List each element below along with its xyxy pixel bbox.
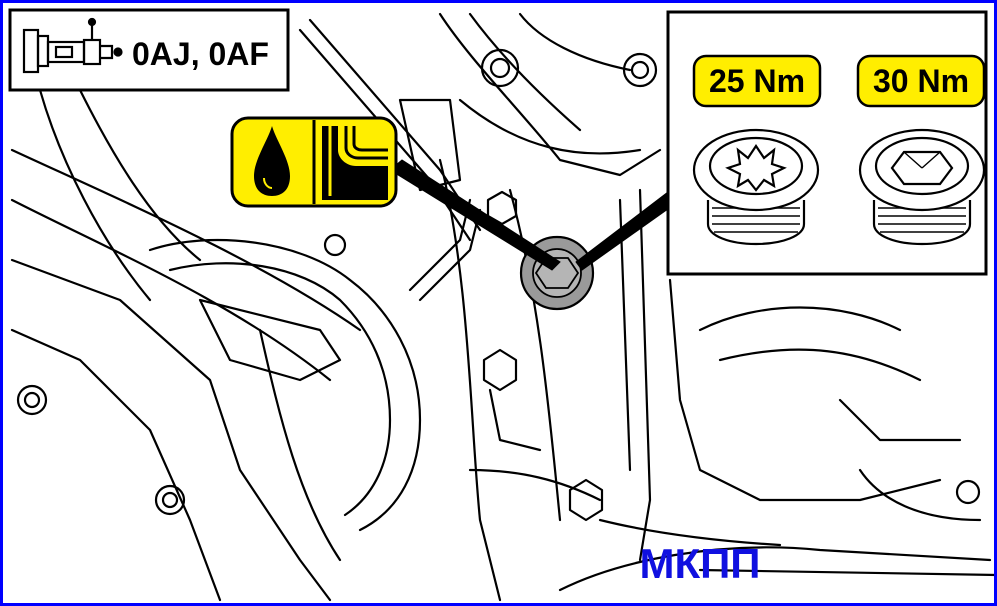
torque-left-label: 25 Nm <box>709 63 805 99</box>
plug-detail-inset: 25 Nm 30 Nm <box>666 10 988 276</box>
oil-fill-level-icon <box>230 116 398 208</box>
torque-right-label: 30 Nm <box>873 63 969 99</box>
gearbox-icon <box>22 17 123 74</box>
gearbox-codes-label: 0AJ, 0AF <box>132 36 269 72</box>
torque-badge-right: 30 Nm <box>856 54 986 108</box>
torx-plug-icon <box>692 128 820 246</box>
leader-lines <box>389 159 676 271</box>
transmission-type-caption: МКПП <box>640 540 761 587</box>
line-art <box>10 12 997 602</box>
hex-plug-icon <box>858 128 986 246</box>
torque-badge-left: 25 Nm <box>692 54 822 108</box>
header-box: 0AJ, 0AF <box>8 8 290 92</box>
